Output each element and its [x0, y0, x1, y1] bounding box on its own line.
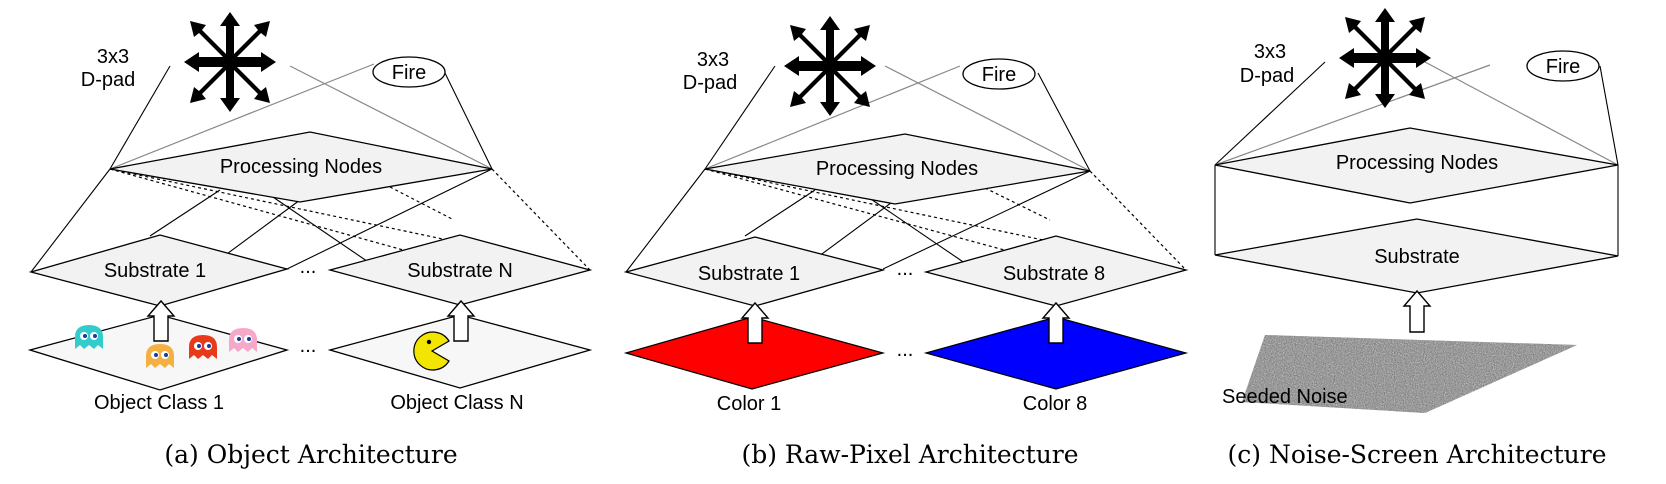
processing-nodes-label: Processing Nodes	[1336, 152, 1498, 174]
substrate-left-label: Substrate 1	[104, 260, 206, 282]
pacman-icon	[413, 331, 450, 371]
substrate-1-diamond	[28, 234, 290, 307]
ellipsis: ...	[897, 339, 914, 361]
substrate-label: Substrate	[1374, 246, 1460, 268]
substrate-8-diamond	[923, 235, 1189, 307]
input-right-label: Color 8	[1023, 393, 1087, 415]
object-class-n-plate	[327, 314, 593, 389]
color-8-plate	[923, 316, 1189, 390]
dpad-label-line1: 3x3	[1254, 41, 1286, 63]
input-right-label: Object Class N	[390, 392, 523, 414]
up-arrow-icon	[446, 299, 476, 342]
substrate-right-label: Substrate 8	[1003, 263, 1105, 285]
ghost-icon	[146, 344, 174, 368]
ghost-icon	[189, 335, 217, 359]
dpad-label-line1: 3x3	[697, 49, 729, 71]
dpad-label-line2: D-pad	[683, 72, 737, 94]
input-left-label: Object Class 1	[94, 392, 224, 414]
fire-node	[962, 58, 1036, 90]
dpad-label-line2: D-pad	[81, 69, 135, 91]
color-1-plate	[623, 316, 886, 390]
caption: (b) Raw-Pixel Architecture	[741, 440, 1078, 469]
up-arrow-icon	[146, 299, 176, 342]
dpad-arrows-icon	[184, 12, 276, 112]
ellipsis: ...	[300, 335, 317, 357]
ghost-icon	[229, 328, 257, 352]
processing-nodes-label: Processing Nodes	[220, 156, 382, 178]
processing-nodes-diamond	[1214, 127, 1619, 204]
fire-node	[1526, 50, 1600, 82]
ellipsis: ...	[300, 256, 317, 278]
ghost-icon	[75, 325, 103, 349]
panel-object-architecture: Processing Nodes Substrate 1 Substrate N…	[27, 12, 593, 469]
input-left-label: Color 1	[717, 393, 781, 415]
processing-nodes-diamond	[109, 131, 493, 203]
substrate-1-diamond	[623, 236, 886, 307]
dpad-arrows-icon	[784, 16, 876, 116]
up-arrow-icon	[1041, 301, 1071, 344]
substrate-n-diamond	[327, 234, 593, 306]
dpad-label-line2: D-pad	[1240, 65, 1294, 87]
fire-label: Fire	[1546, 56, 1580, 78]
dpad-label-line1: 3x3	[97, 46, 129, 68]
substrate-diamond	[1214, 218, 1619, 294]
processing-nodes-label: Processing Nodes	[816, 158, 978, 180]
panel-noise-screen-architecture: Processing Nodes Substrate Seeded Noise …	[1214, 8, 1619, 469]
fire-label: Fire	[392, 62, 426, 84]
panel-raw-pixel-architecture: Processing Nodes Substrate 1 Substrate 8…	[623, 16, 1189, 469]
processing-nodes-diamond	[704, 133, 1091, 205]
ellipsis: ...	[897, 258, 914, 280]
caption: (a) Object Architecture	[164, 440, 457, 469]
up-arrow-icon	[1402, 289, 1432, 333]
fire-node	[372, 56, 446, 88]
up-arrow-icon	[740, 301, 770, 344]
substrate-left-label: Substrate 1	[698, 263, 800, 285]
dpad-arrows-icon	[1339, 8, 1431, 108]
noise-label: Seeded Noise	[1222, 386, 1348, 408]
fire-label: Fire	[982, 64, 1016, 86]
caption: (c) Noise-Screen Architecture	[1227, 440, 1606, 469]
substrate-right-label: Substrate N	[407, 260, 513, 282]
